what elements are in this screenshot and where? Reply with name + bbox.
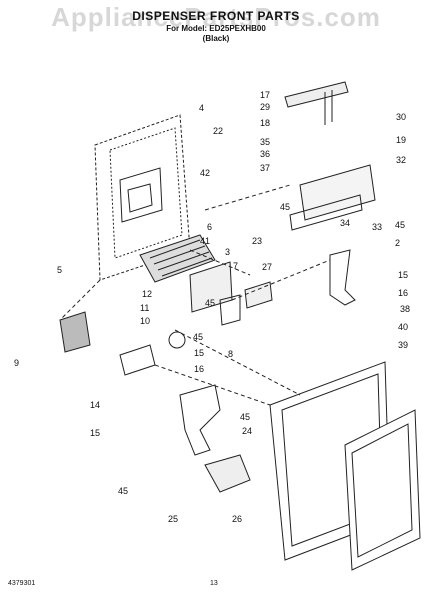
part-code: 4379301	[8, 580, 36, 587]
part-39-cover	[344, 409, 421, 571]
callout: 19	[396, 135, 406, 145]
callout: 42	[200, 168, 210, 178]
part-12-cap	[168, 331, 186, 349]
callout: 27	[262, 262, 272, 272]
callout: 34	[340, 218, 350, 228]
callout: 24	[242, 426, 252, 436]
part-13-grille	[139, 234, 216, 283]
callout: 6	[207, 222, 212, 232]
callout: 45	[280, 202, 290, 212]
callout: 2	[395, 238, 400, 248]
part-27-plate	[244, 281, 273, 309]
callout: 45	[193, 332, 203, 342]
callout: 45	[205, 298, 215, 308]
callout: 4	[199, 103, 204, 113]
callout: 11	[140, 303, 149, 313]
callout: 25	[168, 514, 178, 524]
part-10-assembly	[119, 344, 156, 376]
callout: 45	[240, 412, 250, 422]
callout: 14	[90, 400, 100, 410]
part-8-plate	[219, 294, 241, 326]
part-32-bracket	[289, 194, 363, 231]
callout: 12	[142, 289, 152, 299]
model-line: For Model: ED25PEXHB00	[166, 24, 266, 33]
part-19-bracket	[299, 164, 376, 221]
callout: 18	[260, 118, 270, 128]
callout: 39	[398, 340, 408, 350]
part-24-arm	[179, 384, 221, 456]
callout: 45	[118, 486, 128, 496]
callout: 30	[396, 112, 406, 122]
leader-lines	[59, 184, 331, 406]
callout: 41	[200, 236, 210, 246]
page-title: DISPENSER FRONT PARTS	[132, 9, 300, 23]
callout: 16	[398, 288, 408, 298]
callout: 10	[140, 316, 150, 326]
callout: 35	[260, 137, 270, 147]
part-39-cover-inner	[351, 423, 413, 558]
callout: 15	[194, 348, 204, 358]
callout: 36	[260, 149, 270, 159]
callout: 9	[14, 358, 19, 368]
callout: 15	[90, 428, 100, 438]
callout: 37	[260, 163, 270, 173]
callout: 38	[400, 304, 410, 314]
callout: 29	[260, 102, 270, 112]
callout-labels: 4 22 17 29 18 35 36 37 30 19 32 42 45 6 …	[14, 90, 410, 524]
callout: 33	[372, 222, 382, 232]
part-9-module	[59, 311, 91, 353]
color-line: (Black)	[202, 34, 230, 43]
callout: 22	[213, 126, 223, 136]
callout: 45	[395, 220, 405, 230]
callout: 40	[398, 322, 408, 332]
part-25-tray	[204, 454, 251, 493]
watermark: AppliancePartsPros.com	[51, 2, 381, 32]
callout: 26	[232, 514, 242, 524]
callout: 17	[260, 90, 270, 100]
callout: 5	[57, 265, 62, 275]
callout: 23	[252, 236, 262, 246]
part-38-arm	[329, 249, 356, 306]
part-17-lever	[284, 81, 349, 125]
callout: 16	[194, 364, 204, 374]
callout: 15	[398, 270, 408, 280]
page-number: 13	[210, 580, 218, 587]
callout: 7	[233, 261, 238, 271]
callout: 32	[396, 155, 406, 165]
callout: 3	[225, 247, 230, 257]
callout: 8	[228, 349, 233, 359]
